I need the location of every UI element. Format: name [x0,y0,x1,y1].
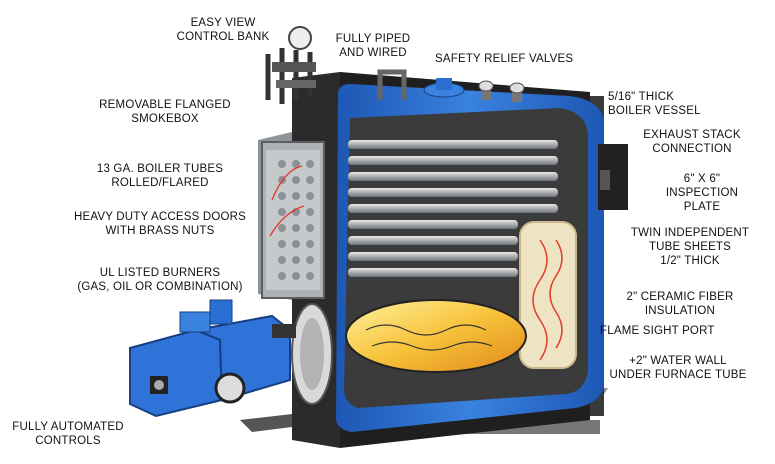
tube-end [278,256,286,264]
safety-relief-valve-icon [509,82,525,102]
ceramic-fiber-insulation [519,221,577,369]
smokebox-arrows [269,165,305,237]
tube-end [306,272,314,280]
tube-end [306,208,314,216]
tube-end [306,240,314,248]
boiler-tube [348,172,558,181]
boiler-tube [348,268,518,277]
boiler-tube [348,236,518,245]
fan-icon [214,372,246,404]
label-sight-port: FLAME SIGHT PORT [600,325,715,337]
tube-end [306,160,314,168]
tube-end [292,192,300,200]
tube-end [306,176,314,184]
tube-end [292,256,300,264]
top-fittings [377,69,525,102]
furnace-flame [345,299,527,373]
boiler-tube [348,252,518,261]
tube-end [278,240,286,248]
control-bank [265,26,316,104]
label-safety-relief: SAFETY RELIEF VALVES [435,53,574,65]
removable-smokebox [258,132,325,300]
burner-assembly [129,299,296,418]
boiler-tube [348,156,558,165]
tube-end [292,160,300,168]
boiler-tube [348,220,518,229]
boiler-tube [348,140,558,149]
boiler-tube-ends [278,160,314,280]
exhaust-stack-connection [598,144,628,210]
label-burners: UL LISTED BURNERS(GAS, OIL OR COMBINATIO… [77,267,243,293]
piping-icon [377,69,407,100]
tube-end [278,160,286,168]
tube-end [278,192,286,200]
tube-end [278,272,286,280]
boiler-tube [348,204,558,213]
gauge-icon [288,26,312,50]
control-box-icon [209,299,233,325]
tube-end [292,176,300,184]
safety-relief-valve-icon [478,80,494,100]
tube-end [306,256,314,264]
tube-end [292,240,300,248]
boiler-tubes [348,140,558,277]
access-door [291,303,333,405]
tube-end [278,208,286,216]
tube-end [278,224,286,232]
tube-end [292,224,300,232]
tube-end [306,192,314,200]
tube-end [306,224,314,232]
tube-end [292,272,300,280]
boiler-tube [348,188,558,197]
